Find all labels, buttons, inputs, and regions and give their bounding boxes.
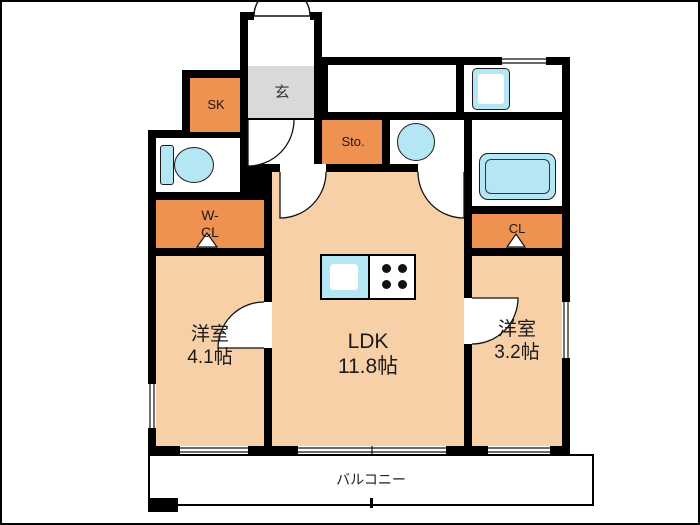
entrance-doorway — [248, 20, 314, 66]
stove-burner-icon — [382, 280, 391, 289]
genkan-area — [248, 66, 314, 118]
ldk-label: LDK 11.8帖 — [338, 329, 398, 379]
washbasin-icon — [397, 123, 435, 161]
toilet-bowl-icon — [174, 147, 214, 183]
toilet-tank-icon — [160, 145, 174, 185]
balcony — [148, 454, 594, 506]
wcl-label: W- CL — [201, 207, 219, 241]
room-right-label: 洋室 3.2帖 — [494, 319, 539, 365]
ldk-size: 11.8帖 — [337, 355, 399, 378]
storage-label: Sto. — [341, 134, 365, 150]
wcl-label-line2: CL — [201, 224, 219, 240]
storage-box — [322, 120, 382, 164]
kitchen-sink-icon — [322, 256, 370, 298]
entrance-label: 玄 — [274, 84, 290, 101]
room-left-size: 4.1帖 — [187, 347, 233, 368]
room-right — [472, 256, 562, 446]
washer-pan-icon — [472, 68, 510, 110]
room-right-name: 洋室 — [497, 319, 537, 341]
stove-burner-icon — [382, 264, 391, 273]
hallway — [248, 120, 314, 164]
stove-burner-icon — [398, 264, 407, 273]
kitchen-counter — [320, 254, 416, 300]
bathtub-inner — [485, 159, 550, 194]
room-left — [156, 256, 264, 446]
kitchen-sink-basin — [330, 264, 358, 290]
room-right-size: 3.2帖 — [494, 342, 540, 363]
balcony-label: バルコニー — [336, 471, 406, 488]
washer-pan-inner — [478, 74, 504, 104]
wcl-label-line1: W- — [201, 207, 219, 224]
room-left-label: 洋室 4.1帖 — [187, 324, 232, 370]
stove-burner-icon — [398, 280, 407, 289]
ldk-room — [272, 172, 464, 446]
ldk-name: LDK — [347, 329, 389, 353]
sk-closet — [190, 78, 240, 132]
sk-label: SK — [207, 97, 225, 113]
room-left-name: 洋室 — [190, 324, 230, 346]
laundry-room-left — [328, 65, 456, 112]
bathtub-icon — [479, 153, 556, 200]
cl-label: CL — [508, 221, 526, 237]
